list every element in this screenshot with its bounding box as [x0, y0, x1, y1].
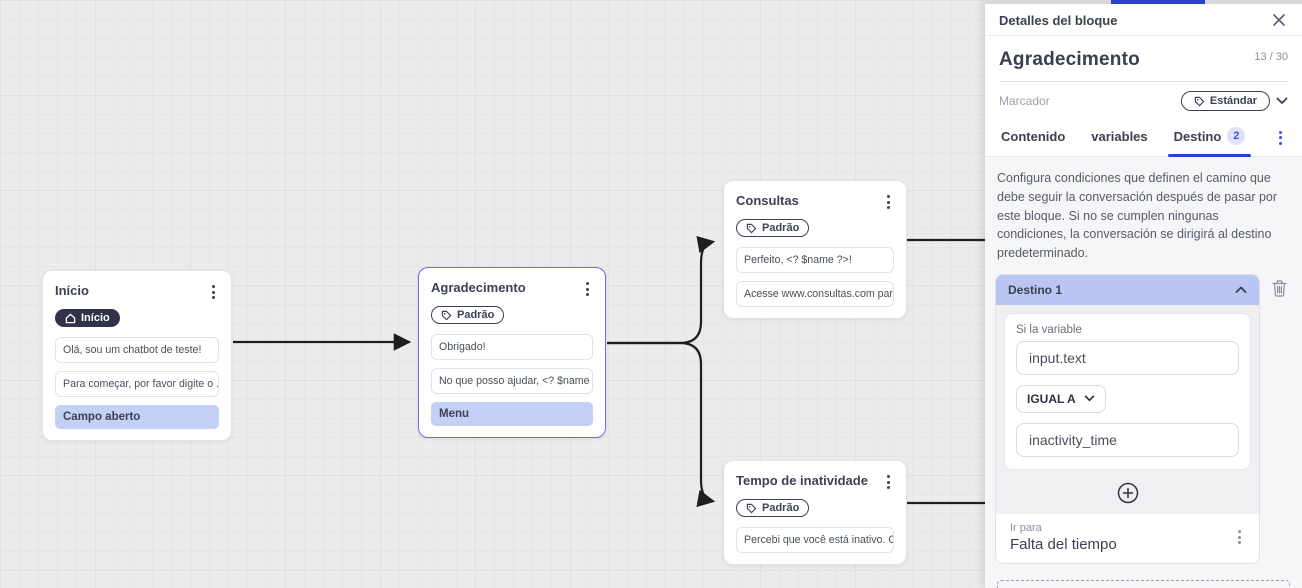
node-title: Agradecimento: [431, 280, 526, 295]
node-consultas[interactable]: Consultas Padrão Perfeito, <? $name ?>! …: [723, 180, 907, 319]
marker-label: Marcador: [999, 94, 1050, 108]
destination-1-header[interactable]: Destino 1: [996, 274, 1259, 305]
message-block[interactable]: Perfeito, <? $name ?>!: [736, 246, 894, 273]
marker-badge: Padrão: [431, 306, 505, 324]
compare-value-input[interactable]: [1016, 422, 1239, 457]
node-menu-kebab-icon[interactable]: [208, 282, 219, 302]
add-condition-button[interactable]: [1116, 481, 1140, 505]
node-title: Tempo de inatividade: [736, 473, 868, 488]
node-tempo-inatividade[interactable]: Tempo de inatividade Padrão Percebi que …: [723, 460, 907, 565]
plus-circle-icon: [1117, 482, 1138, 503]
operator-value: IGUAL A: [1027, 391, 1076, 406]
panel-title: Detalles del bloque: [999, 12, 1118, 28]
close-icon[interactable]: [1270, 11, 1288, 29]
badge-label: Padrão: [457, 309, 495, 321]
home-icon: [65, 313, 76, 323]
marker-select[interactable]: Estándar: [1180, 91, 1270, 111]
tabs-menu-kebab-icon[interactable]: [1275, 128, 1286, 148]
destination-title: Destino 1: [1008, 282, 1063, 297]
tab-destino[interactable]: Destino 2: [1167, 119, 1251, 157]
message-block[interactable]: Olá, sou um chatbot de teste!: [55, 336, 219, 363]
tag-icon: [441, 310, 452, 320]
node-inicio[interactable]: Início Início Olá, sou um chatbot de tes…: [42, 270, 232, 441]
badge-label: Padrão: [762, 222, 800, 234]
node-menu-kebab-icon[interactable]: [883, 472, 894, 492]
variable-input[interactable]: [1016, 340, 1239, 375]
operator-select[interactable]: IGUAL A: [1016, 384, 1106, 413]
message-block[interactable]: Para começar, por favor digite o ...: [55, 370, 219, 397]
chevron-up-icon[interactable]: [1235, 286, 1247, 294]
tab-variables[interactable]: variables: [1091, 128, 1148, 144]
panel-tabs: Contenido variables Destino 2: [985, 119, 1302, 157]
start-badge: Início: [55, 309, 120, 327]
trash-icon: [1271, 280, 1287, 297]
tag-icon: [746, 503, 757, 513]
marker-value: Estándar: [1209, 95, 1257, 107]
tag-icon: [1194, 96, 1205, 106]
chevron-down-icon: [1084, 395, 1094, 402]
flow-canvas[interactable]: Início Início Olá, sou um chatbot de tes…: [0, 0, 985, 588]
message-block[interactable]: Acesse www.consultas.com par...: [736, 280, 894, 307]
goto-value: Falta del tiempo: [1010, 535, 1117, 553]
condition-box: Si la variable IGUAL A: [1004, 312, 1251, 470]
block-details-panel: Detalles del bloque Agradecimento 13 / 3…: [985, 0, 1302, 588]
badge-label: Padrão: [762, 502, 800, 514]
tab-label: Destino: [1173, 128, 1222, 144]
chevron-down-icon[interactable]: [1276, 97, 1288, 105]
badge-label: Início: [81, 312, 110, 324]
marker-badge: Padrão: [736, 499, 810, 517]
char-counter: 13 / 30: [1254, 51, 1288, 63]
tag-icon: [746, 223, 757, 233]
node-agradecimento[interactable]: Agradecimento Padrão Obrigado! No que po…: [418, 267, 606, 438]
add-destination-button[interactable]: Agregar destino: [997, 579, 1290, 588]
message-block[interactable]: No que posso ajudar, <? $name ...: [431, 367, 593, 394]
goto-row: Ir para Falta del tiempo: [996, 513, 1259, 563]
menu-block[interactable]: Menu: [431, 401, 593, 426]
goto-menu-kebab-icon[interactable]: [1234, 527, 1245, 547]
panel-scroll-strip: [985, 0, 1302, 4]
node-menu-kebab-icon[interactable]: [582, 279, 593, 299]
destination-1-card: Destino 1 Si la variable IGUAL A: [995, 273, 1260, 564]
node-menu-kebab-icon[interactable]: [883, 192, 894, 212]
scroll-indicator[interactable]: [1111, 0, 1205, 4]
tab-contenido[interactable]: Contenido: [1001, 128, 1066, 144]
block-name-field[interactable]: Agradecimento: [999, 49, 1140, 70]
destination-description: Configura condiciones que definen el cam…: [997, 171, 1278, 260]
goto-label: Ir para: [1010, 521, 1042, 534]
destination-count-badge: 2: [1227, 127, 1246, 145]
node-title: Início: [55, 283, 89, 298]
condition-label: Si la variable: [1016, 323, 1082, 336]
node-title: Consultas: [736, 193, 799, 208]
open-field-block[interactable]: Campo aberto: [55, 404, 219, 429]
message-block[interactable]: Obrigado!: [431, 333, 593, 360]
message-block[interactable]: Percebi que você está inativo. C...: [736, 526, 894, 553]
delete-destination-button[interactable]: [1271, 280, 1287, 297]
marker-badge: Padrão: [736, 219, 810, 237]
